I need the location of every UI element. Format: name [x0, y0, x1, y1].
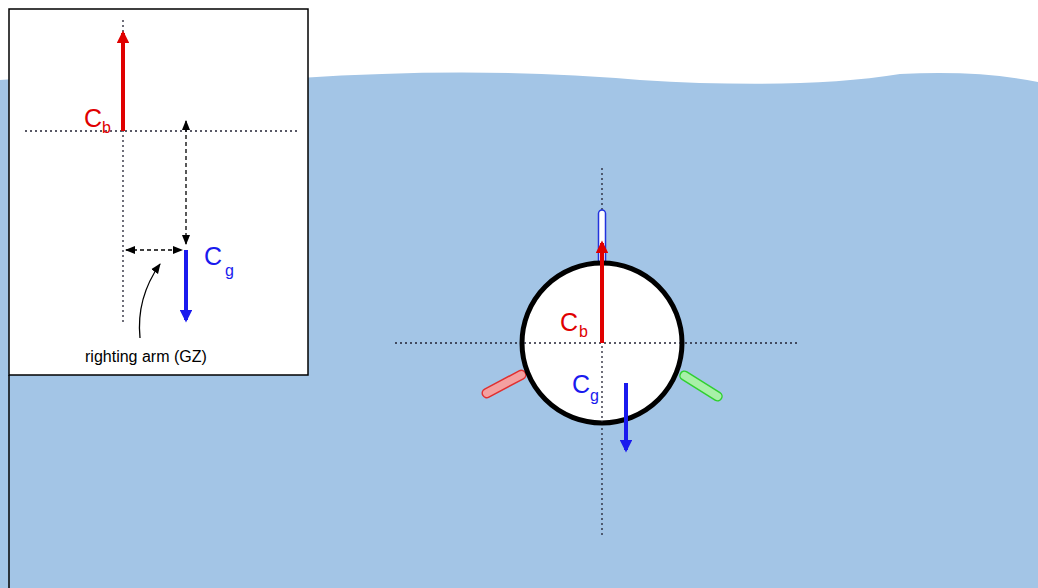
frame-edge	[8, 375, 10, 588]
gravity-symbol: C	[572, 372, 590, 397]
inset-panel	[9, 9, 308, 375]
leader-line	[139, 264, 160, 338]
righting-arm-dimension	[126, 249, 182, 250]
gravity-subscript: g	[590, 388, 599, 404]
inset-vertical-axis	[122, 20, 123, 325]
gravity-arrow	[624, 383, 628, 450]
horizontal-axis	[395, 342, 797, 343]
vertical-separation	[185, 121, 186, 244]
buoyancy-arrow	[600, 243, 604, 343]
buoyancy-subscript: b	[579, 324, 588, 340]
buoyancy-symbol: C	[84, 106, 102, 131]
gravity-symbol: C	[204, 244, 222, 269]
buoyancy-symbol: C	[560, 310, 578, 335]
red-rod	[481, 369, 528, 399]
inset-gravity-arrow	[184, 250, 188, 320]
righting-arm-label: righting arm (GZ)	[85, 349, 207, 365]
inset-buoyancy-arrow	[121, 33, 125, 131]
gravity-subscript: g	[225, 263, 234, 279]
buoyancy-subscript: b	[102, 120, 111, 136]
green-rod	[678, 369, 723, 402]
inset-horizontal-axis	[25, 130, 300, 131]
